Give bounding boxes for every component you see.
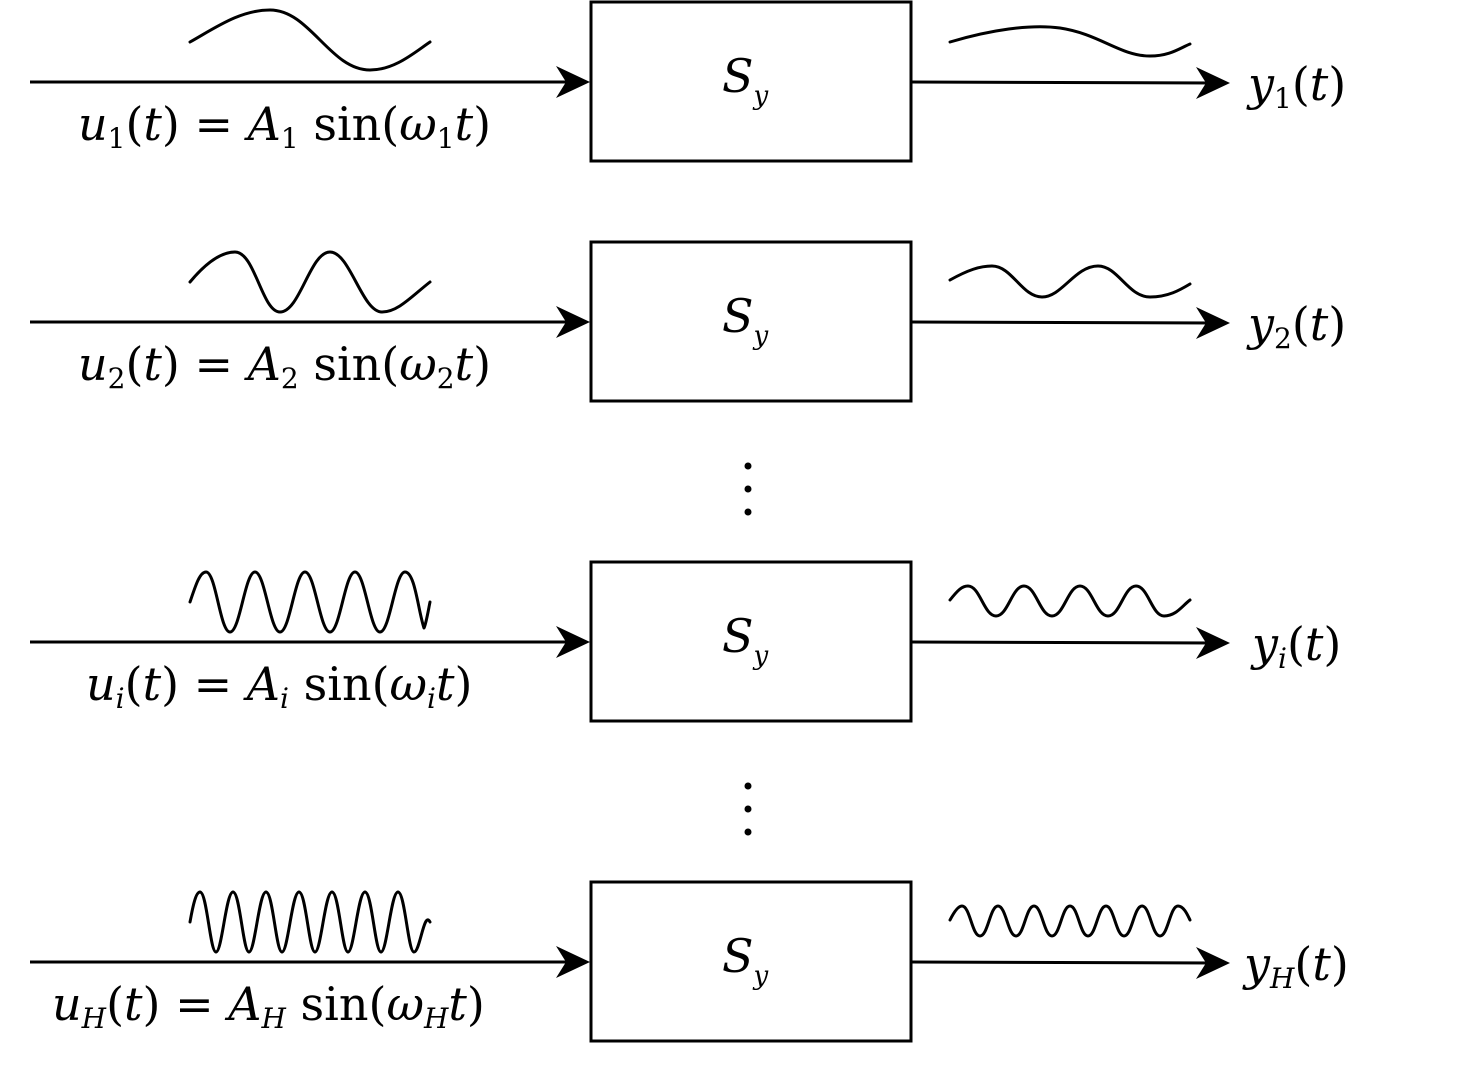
output-label-H: yH(t): [1242, 937, 1349, 995]
input-arrowhead-i: [556, 626, 590, 658]
system-label-2: Sy: [722, 289, 769, 351]
input-wave-1: [188, 8, 432, 72]
system-label-H: Sy: [722, 929, 769, 991]
input-wave-i: [188, 570, 432, 634]
row-i: ui(t) = Ai sin(ωit) Sy yi(t): [30, 560, 1341, 723]
output-arrow-2: [910, 320, 1217, 325]
system-block-i: [589, 560, 913, 723]
output-arrowhead-H: [1196, 947, 1230, 979]
input-arrowhead-1: [556, 66, 590, 98]
output-label-2: y2(t): [1246, 297, 1346, 355]
output-arrow-1: [910, 80, 1217, 85]
input-wave-2: [188, 250, 432, 314]
input-arrowhead-2: [556, 306, 590, 338]
input-equation-H: uH(t) = AH sin(ωHt): [52, 977, 485, 1035]
output-arrowhead-1: [1196, 67, 1230, 99]
output-wave-1: [948, 25, 1192, 58]
output-arrow-H: [910, 960, 1217, 965]
system-block-H: [589, 880, 913, 1043]
ellipsis-2: [744, 782, 752, 836]
system-block-2: [589, 240, 913, 403]
output-wave-2: [948, 264, 1192, 299]
row-H: uH(t) = AH sin(ωHt) Sy yH(t): [30, 880, 1349, 1043]
output-arrowhead-i: [1196, 627, 1230, 659]
ellipsis-1: [744, 462, 752, 516]
system-label-i: Sy: [722, 609, 769, 671]
output-label-i: yi(t): [1250, 617, 1341, 675]
input-equation-1: u1(t) = A1 sin(ω1t): [78, 97, 491, 155]
row-2: u2(t) = A2 sin(ω2t) Sy y2(t): [30, 240, 1346, 403]
system-label-1: Sy: [722, 49, 769, 111]
input-arrowhead-H: [556, 946, 590, 978]
output-label-1: y1(t): [1246, 57, 1346, 115]
system-block-1: [589, 0, 913, 163]
output-wave-H: [948, 904, 1192, 938]
output-wave-i: [948, 584, 1192, 618]
output-arrow-i: [910, 640, 1217, 645]
input-equation-i: ui(t) = Ai sin(ωit): [86, 657, 472, 715]
input-equation-2: u2(t) = A2 sin(ω2t): [78, 337, 491, 395]
input-wave-H: [188, 890, 432, 954]
output-arrowhead-2: [1196, 307, 1230, 339]
row-1: u1(t) = A1 sin(ω1t) Sy y1(t): [30, 0, 1346, 163]
